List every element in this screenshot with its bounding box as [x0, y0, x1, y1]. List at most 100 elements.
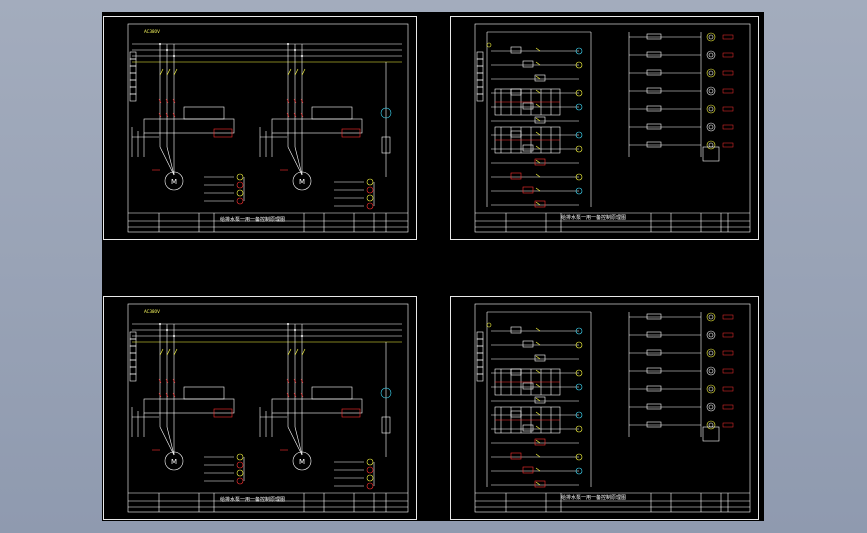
component-box: [129, 79, 137, 88]
wire: [535, 187, 541, 192]
component-box: [534, 200, 546, 208]
component-circle: [575, 327, 583, 335]
component-box: [702, 426, 720, 442]
wire: [159, 348, 164, 356]
component-circle: [575, 61, 583, 69]
component-circle: [575, 467, 583, 475]
wire: [287, 68, 292, 76]
component-box: [129, 331, 137, 340]
component-circle: [708, 124, 714, 130]
component-box: [510, 452, 522, 460]
component-box: [476, 65, 484, 74]
component-box: [476, 373, 484, 382]
component-box: [510, 88, 522, 96]
component-circle: [236, 461, 244, 469]
wire: [535, 341, 541, 346]
component-box: [522, 466, 534, 474]
junction-dot: [173, 55, 175, 57]
component-box: [271, 398, 363, 414]
label-box: [722, 350, 734, 356]
component-box: [646, 123, 662, 130]
component-circle: [292, 451, 312, 471]
component-box: [702, 146, 720, 162]
component-box: [476, 79, 484, 88]
component-circle: [236, 477, 244, 485]
component-box: [341, 128, 361, 138]
component-circle: [708, 106, 714, 112]
motor-label: M: [299, 178, 305, 186]
junction-dot: [287, 43, 289, 45]
component-box: [646, 33, 662, 40]
component-circle: [575, 383, 583, 391]
component-box: [183, 386, 225, 400]
component-circle: [706, 330, 716, 340]
component-circle: [575, 173, 583, 181]
component-circle: [708, 404, 714, 410]
component-circle: [236, 173, 244, 181]
motor-label: M: [299, 458, 305, 466]
component-box: [129, 65, 137, 74]
component-box: [476, 93, 484, 102]
wire: [158, 392, 162, 398]
wire: [165, 392, 169, 398]
wire: [535, 173, 541, 178]
label-box: [722, 52, 734, 58]
component-circle: [708, 332, 714, 338]
title-block-title: 给排水泵一用一备控制原理图: [561, 215, 627, 221]
junction-dot: [159, 323, 161, 325]
component-box: [522, 382, 534, 390]
component-circle: [708, 34, 714, 40]
wire: [535, 75, 541, 80]
drawing-sheet-control-top[interactable]: 给排水泵一用一备控制原理图: [450, 16, 759, 240]
component-circle: [706, 140, 716, 150]
label-box: [722, 34, 734, 40]
wire: [535, 397, 541, 402]
component-circle: [575, 145, 583, 153]
component-circle: [575, 103, 583, 111]
drawing-sheet-control-bottom[interactable]: 给排水泵一用一备控制原理图: [450, 296, 759, 520]
component-box: [646, 141, 662, 148]
component-box: [129, 373, 137, 382]
label-box: [722, 124, 734, 130]
wire: [286, 378, 290, 384]
component-box: [476, 72, 484, 81]
junction-dot: [166, 329, 168, 331]
wire: [293, 378, 297, 384]
component-circle: [164, 171, 184, 191]
component-box: [129, 366, 137, 375]
component-circle: [708, 350, 714, 356]
label-box: [722, 332, 734, 338]
wire: [300, 378, 304, 384]
wire: [165, 112, 169, 118]
component-box: [646, 385, 662, 392]
wire: [159, 146, 175, 176]
component-box: [476, 366, 484, 375]
wire: [535, 369, 541, 374]
component-circle: [366, 202, 374, 210]
component-circle: [708, 314, 714, 320]
component-box: [476, 352, 484, 361]
sheet-label: AC380V: [144, 309, 160, 314]
wire: [293, 98, 297, 104]
wire: [166, 68, 171, 76]
wire: [301, 348, 306, 356]
component-circle: [706, 86, 716, 96]
wire: [166, 146, 175, 176]
component-box: [129, 93, 137, 102]
component-circle: [708, 422, 714, 428]
wire: [166, 348, 171, 356]
title-block-title: 给排水泵一用一备控制原理图: [220, 497, 286, 503]
control-circuit-drawing: [474, 303, 751, 513]
wire: [535, 145, 541, 150]
component-circle: [706, 32, 716, 42]
wire: [158, 98, 162, 104]
wire: [165, 378, 169, 384]
component-circle: [236, 181, 244, 189]
wire: [294, 68, 299, 76]
component-box: [522, 144, 534, 152]
component-circle: [708, 368, 714, 374]
component-box: [646, 367, 662, 374]
